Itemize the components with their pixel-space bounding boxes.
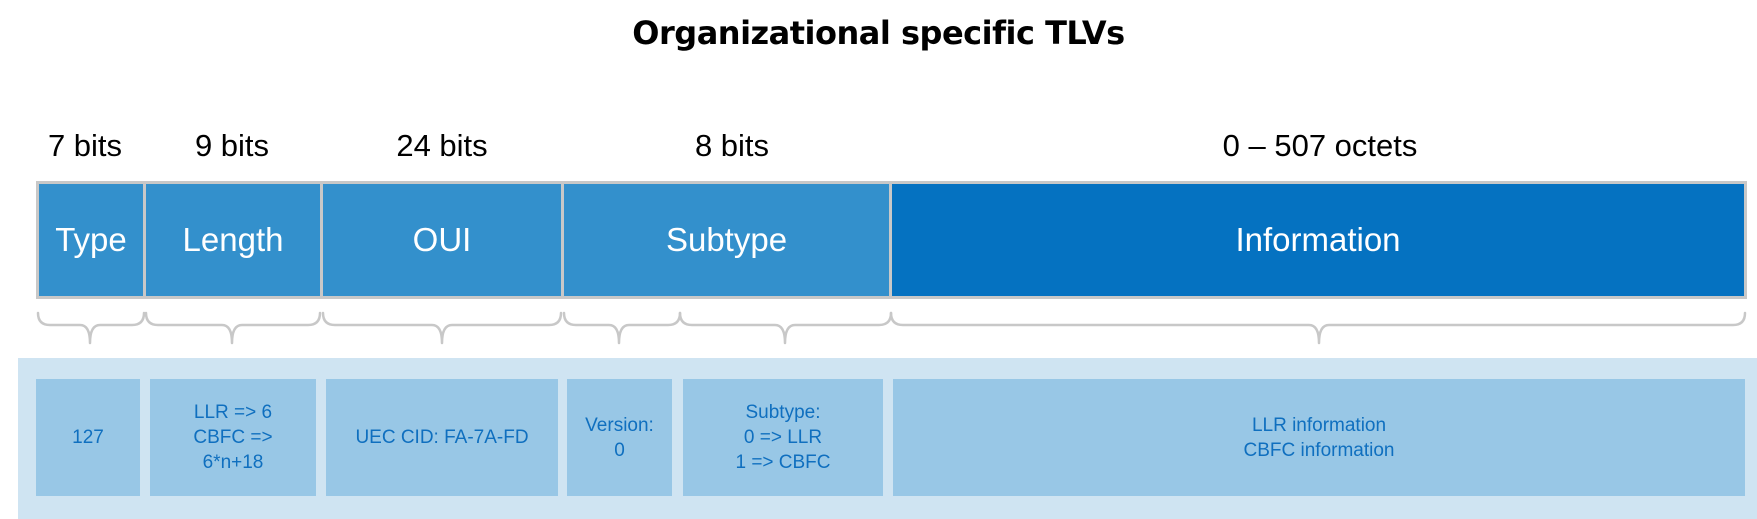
field-oui: OUI (320, 181, 564, 299)
bit-label-type: 7 bits (47, 128, 123, 163)
field-length: Length (143, 181, 323, 299)
bit-label-information: 0 – 507 octets (1222, 128, 1418, 163)
field-subtype: Subtype (561, 181, 892, 299)
bit-label-length: 9 bits (194, 128, 270, 163)
detail-version: Version: 0 (567, 379, 672, 496)
field-type: Type (36, 181, 146, 299)
brace-subtype (678, 311, 893, 345)
brace-oui (321, 311, 563, 345)
bit-label-oui: 24 bits (396, 128, 488, 163)
field-braces (36, 311, 1747, 345)
detail-subtype: Subtype: 0 => LLR 1 => CBFC (683, 379, 883, 496)
detail-information: LLR information CBFC information (893, 379, 1745, 496)
detail-length: LLR => 6 CBFC => 6*n+18 (150, 379, 316, 496)
bit-label-subtype: 8 bits (694, 128, 770, 163)
diagram-title: Organizational specific TLVs (632, 14, 1125, 52)
detail-type: 127 (36, 379, 140, 496)
brace-information (889, 311, 1747, 345)
detail-oui: UEC CID: FA-7A-FD (326, 379, 558, 496)
field-information: Information (889, 181, 1747, 299)
brace-version (562, 311, 682, 345)
brace-length (144, 311, 322, 345)
brace-type (36, 311, 146, 345)
